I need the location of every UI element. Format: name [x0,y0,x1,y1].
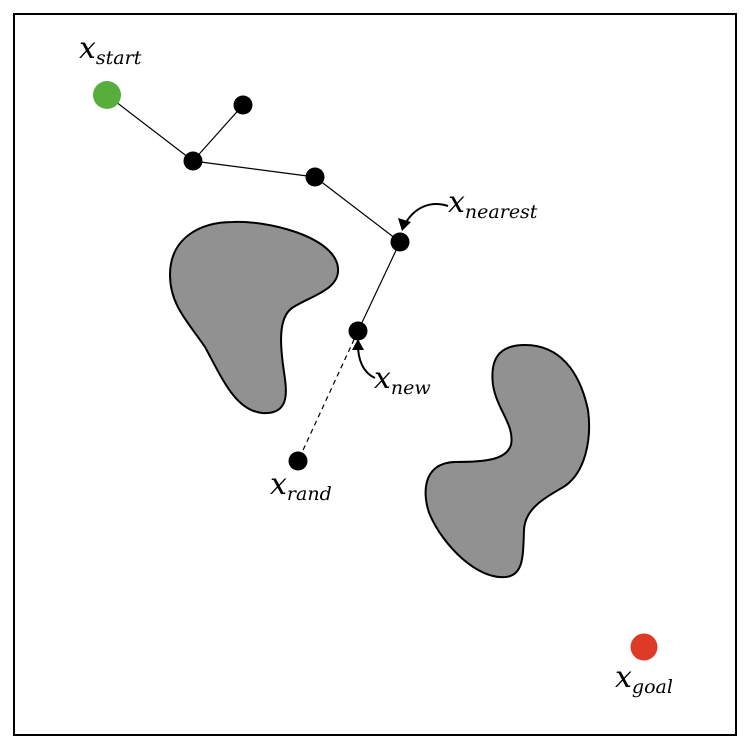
workspace-frame [13,13,737,736]
label-goal: xgoal [615,660,673,698]
nearest-node [390,232,410,252]
tree-node-3 [305,167,325,187]
label-start-base: x [79,31,96,66]
obstacle-left [168,220,340,415]
label-start: xstart [79,31,142,69]
label-goal-base: x [615,660,632,695]
edge-new-to-rand-dashed [297,330,359,462]
label-rand: xrand [270,467,332,505]
label-new-base: x [374,361,391,396]
edge-node3-to-nearest [314,176,401,243]
label-rand-base: x [270,467,287,502]
edge-start-to-node1 [106,94,194,162]
arrow-nearest-pointer [404,203,449,225]
tree-node-2 [233,95,253,115]
label-new-sub: new [391,377,431,399]
goal-node [630,633,658,661]
label-new: xnew [374,361,431,399]
tree-edges [106,94,401,332]
label-nearest-base: x [448,185,465,220]
edge-nearest-to-new [357,241,401,332]
label-rand-sub: rand [287,483,332,505]
label-goal-sub: goal [632,676,673,698]
tree-node-1 [183,151,203,171]
start-node [93,81,121,109]
label-nearest: xnearest [448,185,538,223]
edge-node1-to-node2 [192,104,244,162]
rand-node [288,451,308,471]
label-nearest-sub: nearest [465,201,538,223]
edge-node1-to-node3 [192,160,316,178]
arrowhead-new-icon [352,339,364,350]
arrowhead-nearest-icon [398,218,411,231]
label-start-sub: start [96,47,142,69]
obstacle-right [424,343,591,579]
new-node [348,321,368,341]
